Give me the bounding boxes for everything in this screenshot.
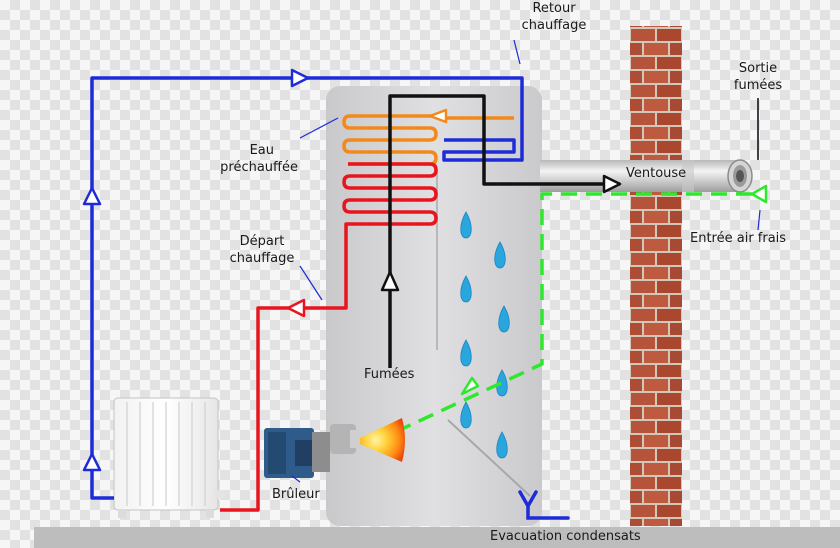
- fresh-air-path: [403, 192, 752, 430]
- flame-icon: [360, 418, 405, 462]
- burner-icon: [264, 424, 362, 478]
- boiler-body: [326, 86, 542, 526]
- label-depart-line2: chauffage: [229, 251, 295, 266]
- condensate-slope: [447, 419, 531, 497]
- condensate-drops: [460, 211, 510, 459]
- water-drop-icon: [460, 211, 472, 239]
- label-evacuation-condensats: Evacuation condensats: [490, 529, 641, 544]
- water-drop-icon: [460, 275, 472, 303]
- water-drop-icon: [496, 431, 508, 459]
- blue-flow-arrows: [82, 68, 310, 472]
- radiator-icon: [113, 397, 224, 518]
- label-retour-line1: Retour: [532, 1, 576, 16]
- air-flow-arrows: [460, 184, 768, 396]
- condensate-drain: [518, 490, 570, 520]
- label-fumees: Fumées: [364, 367, 415, 382]
- floor: [34, 527, 840, 548]
- label-entree-air-frais: Entrée air frais: [690, 231, 787, 246]
- label-retour-chauffage: Retour chauffage: [506, 0, 602, 34]
- label-depart-chauffage: Départ chauffage: [214, 233, 310, 267]
- brick-wall-icon: [630, 26, 682, 526]
- orange-flow-arrow: [428, 108, 448, 124]
- water-drop-icon: [498, 305, 510, 333]
- label-ventouse: Ventouse: [626, 166, 687, 181]
- water-drop-icon: [460, 401, 472, 429]
- heating-coil-red: [220, 162, 438, 512]
- label-eau-line2: préchauffée: [220, 160, 298, 175]
- flue-gas-path: [388, 94, 620, 368]
- red-flow-arrow: [286, 298, 306, 318]
- label-retour-line2: chauffage: [521, 18, 587, 33]
- label-depart-line1: Départ: [239, 234, 285, 249]
- flue-flow-arrows: [380, 174, 622, 292]
- water-drop-icon: [460, 339, 472, 367]
- water-drop-icon: [496, 369, 508, 397]
- label-sortie-line2: fumées: [733, 78, 783, 93]
- label-sortie-fumees: Sortie fumées: [722, 60, 794, 94]
- label-eau-line1: Eau: [249, 143, 274, 158]
- water-drop-icon: [494, 241, 506, 269]
- label-sortie-line1: Sortie: [738, 61, 778, 76]
- label-eau-prechauffee: Eau préchauffée: [196, 142, 298, 176]
- label-bruleur: Brûleur: [272, 487, 320, 502]
- flue-pipe-icon: [540, 159, 753, 193]
